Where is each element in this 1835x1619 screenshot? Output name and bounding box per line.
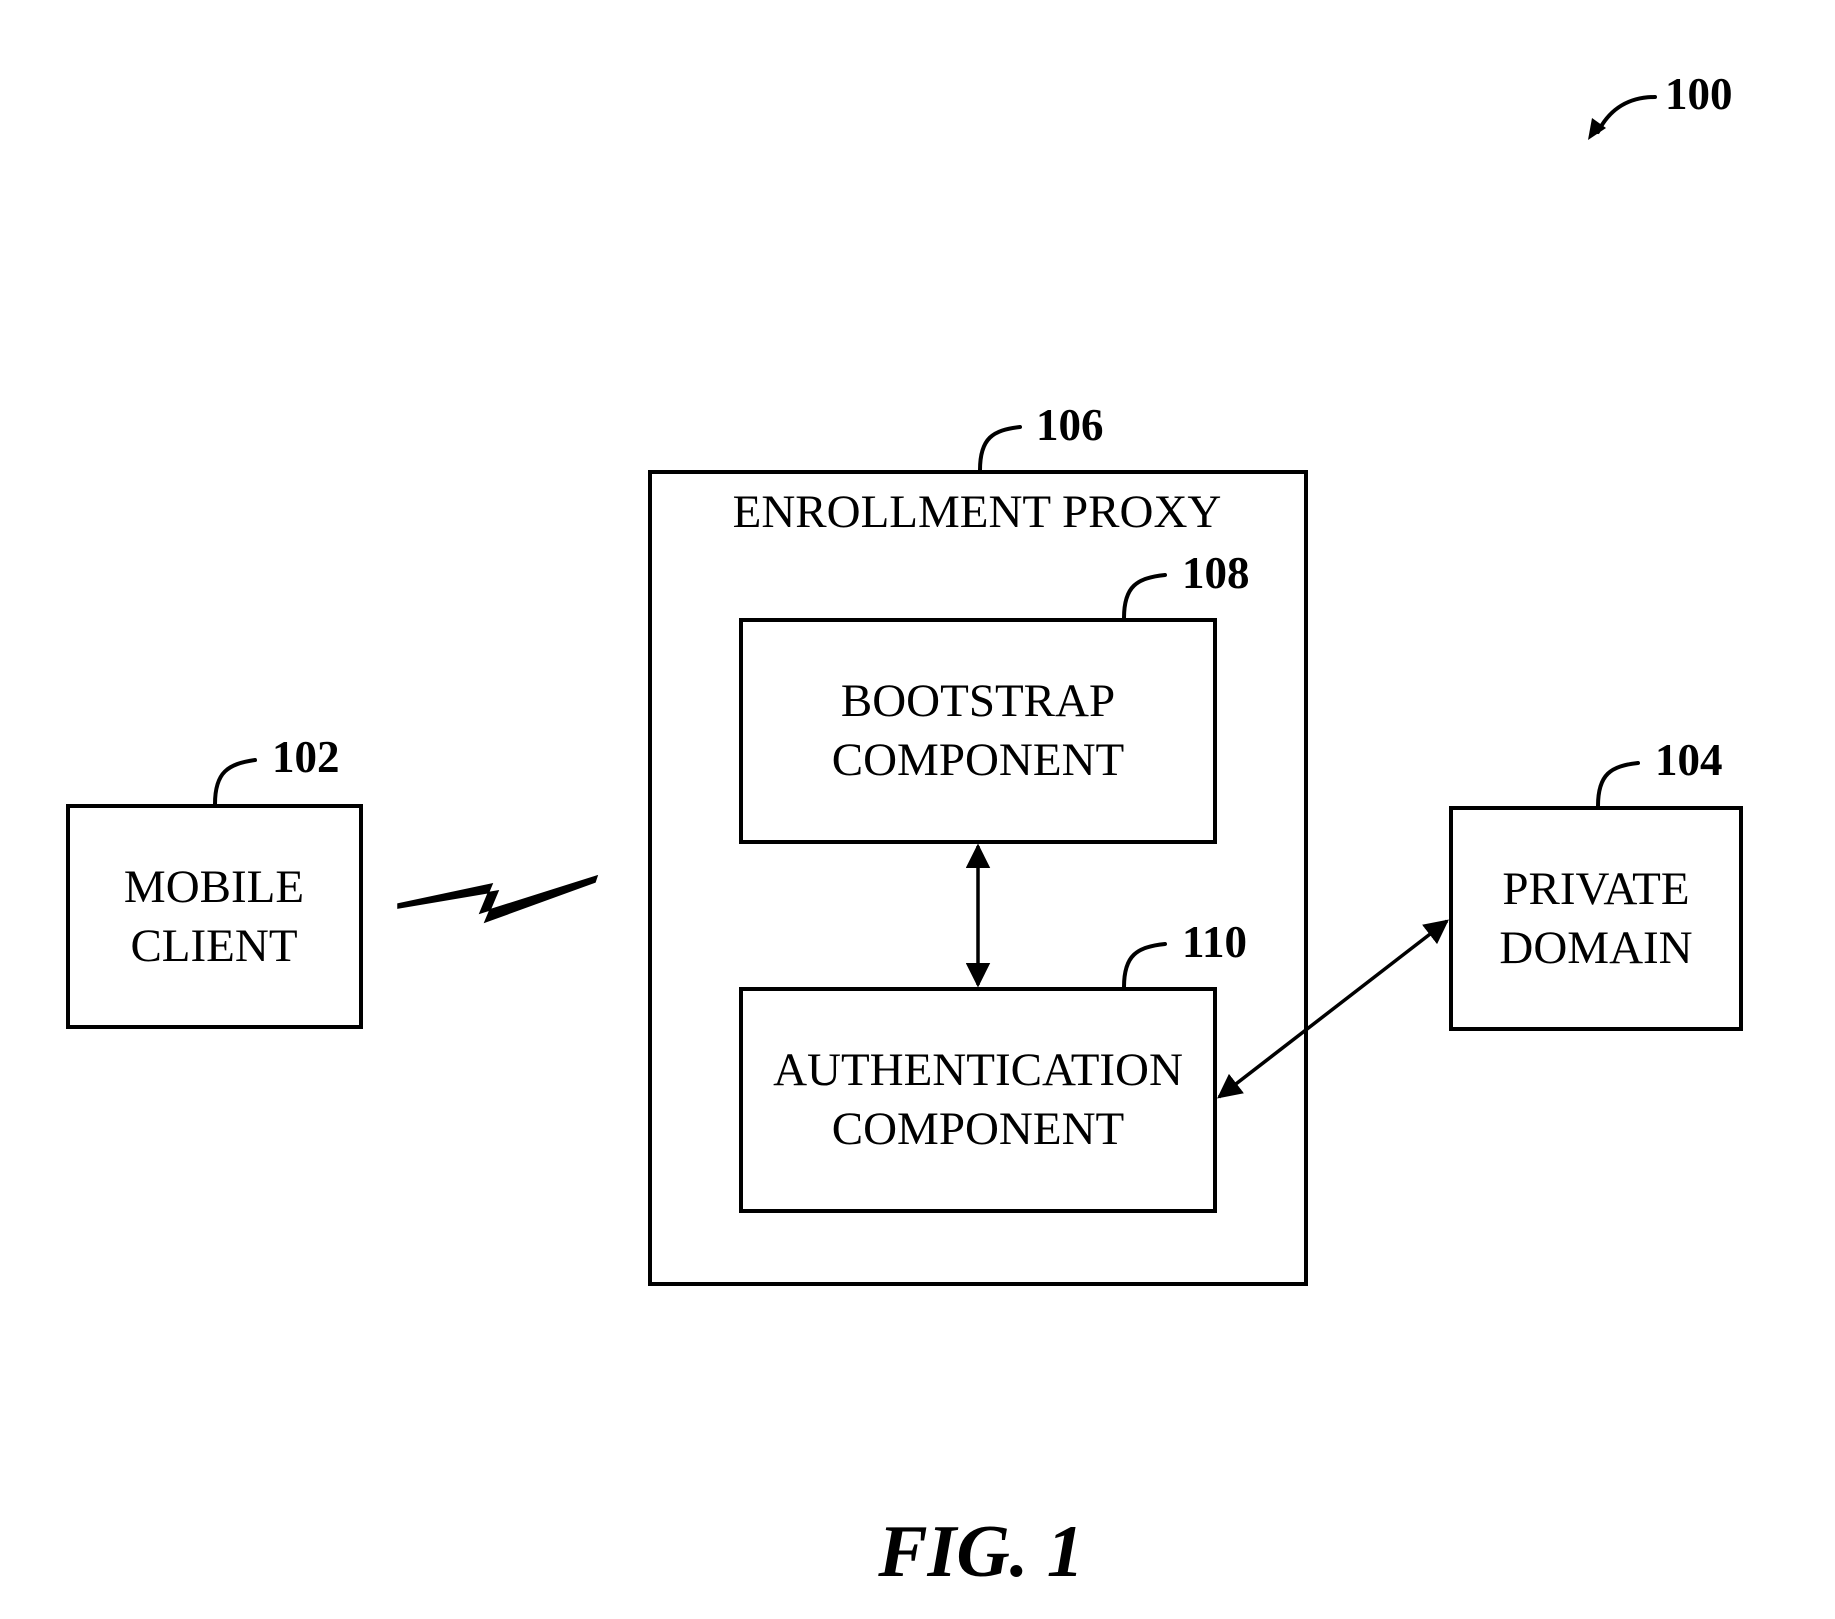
wireless-link-lightning-icon bbox=[398, 876, 597, 922]
bootstrap-component-ref-leader bbox=[1124, 575, 1165, 618]
mobile-client-ref: 102 bbox=[272, 732, 340, 782]
authentication-component-box bbox=[741, 989, 1215, 1211]
mobile-client-label-line2: CLIENT bbox=[130, 920, 297, 972]
enrollment-proxy-label: ENROLLMENT PROXY bbox=[733, 486, 1222, 538]
private-domain-box bbox=[1451, 808, 1741, 1029]
figure-ref-100: 100 bbox=[1588, 69, 1733, 140]
private-domain-label-line2: DOMAIN bbox=[1499, 922, 1692, 974]
authentication-component-ref-leader bbox=[1124, 944, 1165, 987]
authentication-component-label-line2: COMPONENT bbox=[832, 1103, 1124, 1155]
private-domain-ref: 104 bbox=[1655, 735, 1723, 785]
bootstrap-component-label-line1: BOOTSTRAP bbox=[841, 675, 1115, 727]
private-domain-node: PRIVATE DOMAIN 104 bbox=[1451, 735, 1741, 1029]
figure-caption: FIG. 1 bbox=[877, 1511, 1084, 1593]
bootstrap-component-label-line2: COMPONENT bbox=[832, 734, 1124, 786]
mobile-client-ref-leader bbox=[215, 760, 255, 804]
mobile-client-label-line1: MOBILE bbox=[124, 861, 304, 913]
enrollment-proxy-ref-leader bbox=[980, 427, 1020, 470]
mobile-client-box bbox=[68, 806, 361, 1027]
enrollment-proxy-ref: 106 bbox=[1036, 400, 1104, 450]
authentication-component-node: AUTHENTICATION COMPONENT 110 bbox=[741, 917, 1247, 1211]
bootstrap-component-node: BOOTSTRAP COMPONENT 108 bbox=[741, 548, 1250, 842]
figure-ref-arrow bbox=[1598, 97, 1655, 132]
bootstrap-component-ref: 108 bbox=[1182, 548, 1250, 598]
authentication-component-ref: 110 bbox=[1182, 917, 1247, 967]
figure-ref-label: 100 bbox=[1665, 69, 1733, 119]
private-domain-label-line1: PRIVATE bbox=[1502, 863, 1689, 915]
authentication-component-label-line1: AUTHENTICATION bbox=[773, 1044, 1183, 1096]
private-domain-ref-leader bbox=[1598, 763, 1638, 806]
mobile-client-node: MOBILE CLIENT 102 bbox=[68, 732, 361, 1027]
bootstrap-component-box bbox=[741, 620, 1215, 842]
authentication-private-domain-connector bbox=[1219, 921, 1447, 1097]
